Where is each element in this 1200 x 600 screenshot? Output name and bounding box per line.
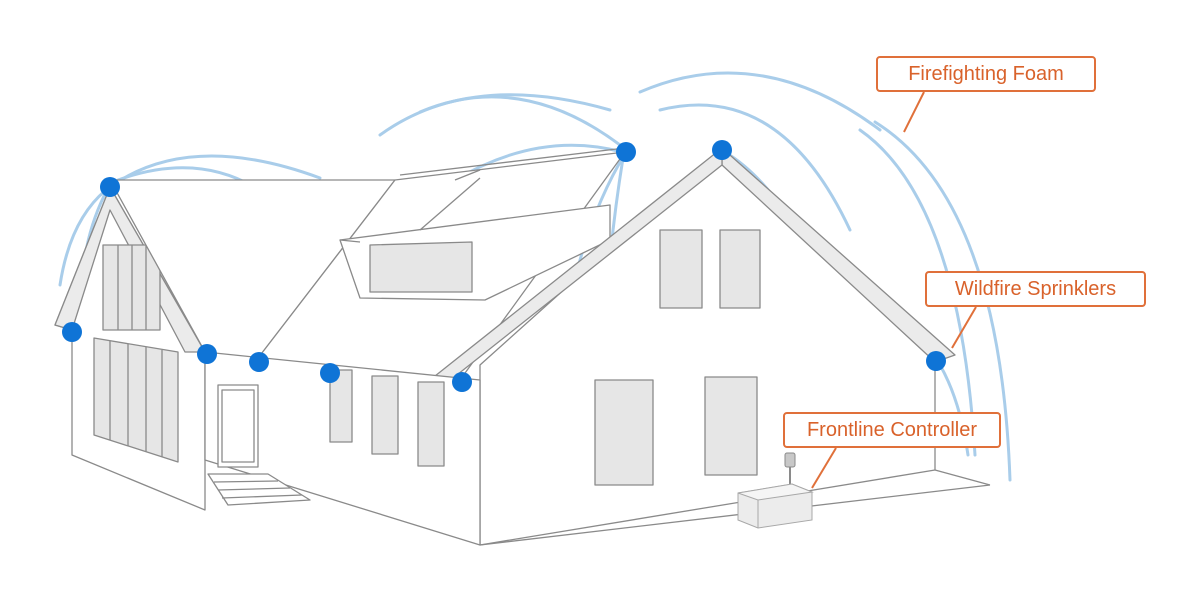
callout-leaders <box>811 91 977 489</box>
left-lower-windows <box>93 337 179 463</box>
sprinkler-heads <box>62 140 946 392</box>
sprinkler-head-icon <box>197 344 217 364</box>
front-window-b <box>371 375 399 455</box>
callout-firefighting-foam: Firefighting Foam <box>876 56 1096 92</box>
sprinkler-head-icon <box>320 363 340 383</box>
leader-foam <box>903 91 925 133</box>
sprinkler-head-icon <box>452 372 472 392</box>
front-window-a <box>329 369 353 443</box>
front-window-left <box>594 379 654 486</box>
gable-window-left <box>659 229 703 309</box>
dormer-window <box>369 241 473 293</box>
sprinkler-head-icon <box>62 322 82 342</box>
gable-window-right <box>719 229 761 309</box>
house-outline <box>54 147 991 546</box>
sprinkler-head-icon <box>100 177 120 197</box>
sprinkler-head-icon <box>926 351 946 371</box>
front-window-c <box>417 381 445 467</box>
leader-sprinklers <box>951 306 977 349</box>
sprinkler-head-icon <box>249 352 269 372</box>
callout-wildfire-sprinklers: Wildfire Sprinklers <box>925 271 1146 307</box>
callout-frontline-controller: Frontline Controller <box>783 412 1001 448</box>
leader-controller <box>811 447 837 489</box>
sprinkler-head-icon <box>712 140 732 160</box>
controller-box-icon <box>737 452 814 529</box>
front-door <box>217 384 259 468</box>
sprinkler-head-icon <box>616 142 636 162</box>
front-window-right <box>704 376 758 476</box>
